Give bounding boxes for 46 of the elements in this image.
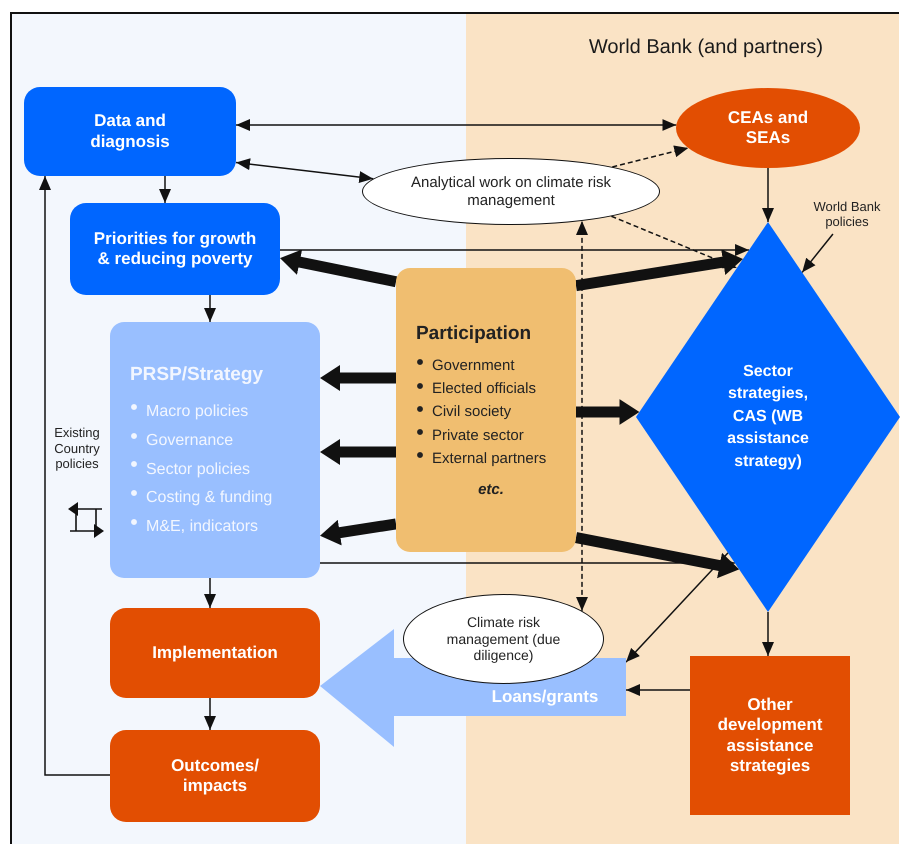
arrow-label: Loans/grants [490,687,600,707]
node-label: Sector strategies, CAS (WB assistance strategy) [726,362,810,472]
node-label: Implementation [152,642,278,664]
arrow [236,119,676,131]
arrow [611,216,738,269]
block-arrow [576,399,640,425]
arrow [236,158,374,184]
node-label: Analytical work on climate risk management [410,174,612,210]
arrow [204,578,216,608]
arrow [280,244,750,256]
box-heading: PRSP/Strategy [130,362,264,387]
strategy-box [110,322,320,578]
region-title: World Bank (and partners) [588,36,824,59]
note-text: etc. [477,480,505,500]
block-arrow [575,249,743,292]
process-box [24,87,236,176]
arrow [576,220,588,611]
arrow [626,684,690,696]
block-arrow [280,249,398,288]
arrow [762,612,774,656]
arrow [625,552,729,663]
arrow [612,146,688,168]
process-box [110,608,320,698]
arrow [802,234,834,273]
arrow [159,176,171,203]
arrow [39,176,110,776]
node-label: Data and diagnosis [89,111,171,152]
node-label: Outcomes/ impacts [170,756,260,796]
node-label: Climate risk management (due diligence) [446,614,562,664]
arrow [762,168,774,222]
note-text: World Bank policies [812,200,882,230]
note-text: Existing Country policies [53,425,101,472]
node-label: CEAs and SEAs [726,108,810,148]
block-arrow [320,439,396,465]
block-arrow [574,532,740,578]
node-label: Priorities for growth & reducing poverty [92,228,258,270]
arrow [204,295,216,322]
node-label: Other development assistance strategies [716,694,824,776]
process-box [70,203,280,295]
participation-box [396,268,576,552]
process-box [110,730,320,822]
block-arrow [320,365,396,391]
block-arrow [320,518,397,546]
arrow [204,698,216,730]
process-box [690,656,850,815]
box-heading: Participation [416,322,532,346]
